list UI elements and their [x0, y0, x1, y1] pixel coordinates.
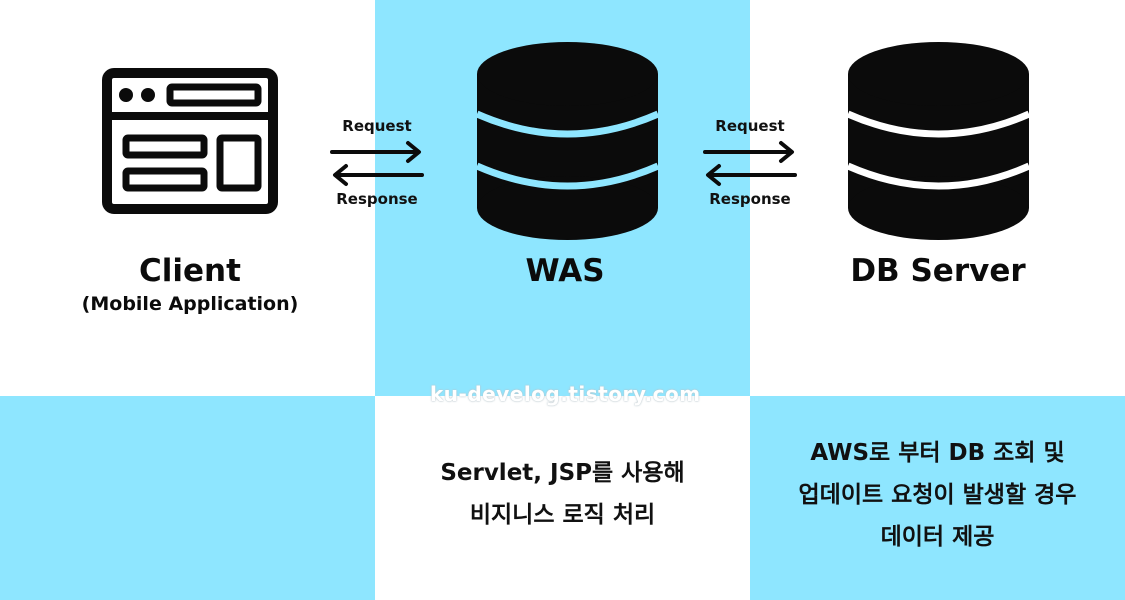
request-label: Request: [342, 117, 412, 135]
db-description-line: 업데이트 요청이 발생할 경우: [798, 482, 1077, 508]
db-description-line: AWS로 부터 DB 조회 및: [810, 440, 1065, 466]
db-description-panel: [750, 396, 1125, 600]
was-description-panel: [375, 396, 750, 600]
browser-window-icon: [102, 68, 278, 214]
was-description-line: 비지니스 로직 처리: [469, 502, 656, 528]
database-icon: [848, 42, 1029, 240]
response-label: Response: [709, 190, 791, 208]
db-description: AWS로 부터 DB 조회 및 업데이트 요청이 발생할 경우 데이터 제공: [760, 432, 1115, 558]
request-label: Request: [715, 117, 785, 135]
response-label: Response: [336, 190, 418, 208]
client-panel: [0, 0, 375, 396]
db-title: DB Server: [850, 253, 1026, 289]
bidirectional-arrow-icon: [703, 141, 797, 186]
db-description-line: 데이터 제공: [880, 524, 995, 550]
was-title: WAS: [525, 253, 605, 289]
bidirectional-arrow-icon: [330, 141, 424, 186]
watermark-text: ku-develog.tistory.com: [430, 382, 701, 406]
client-title: Client: [139, 253, 241, 289]
was-description-line: Servlet, JSP를 사용해: [440, 460, 685, 486]
client-subtitle: (Mobile Application): [81, 293, 299, 315]
empty-description-panel: [0, 396, 375, 600]
database-icon: [477, 42, 658, 240]
was-description: Servlet, JSP를 사용해 비지니스 로직 처리: [395, 452, 730, 536]
